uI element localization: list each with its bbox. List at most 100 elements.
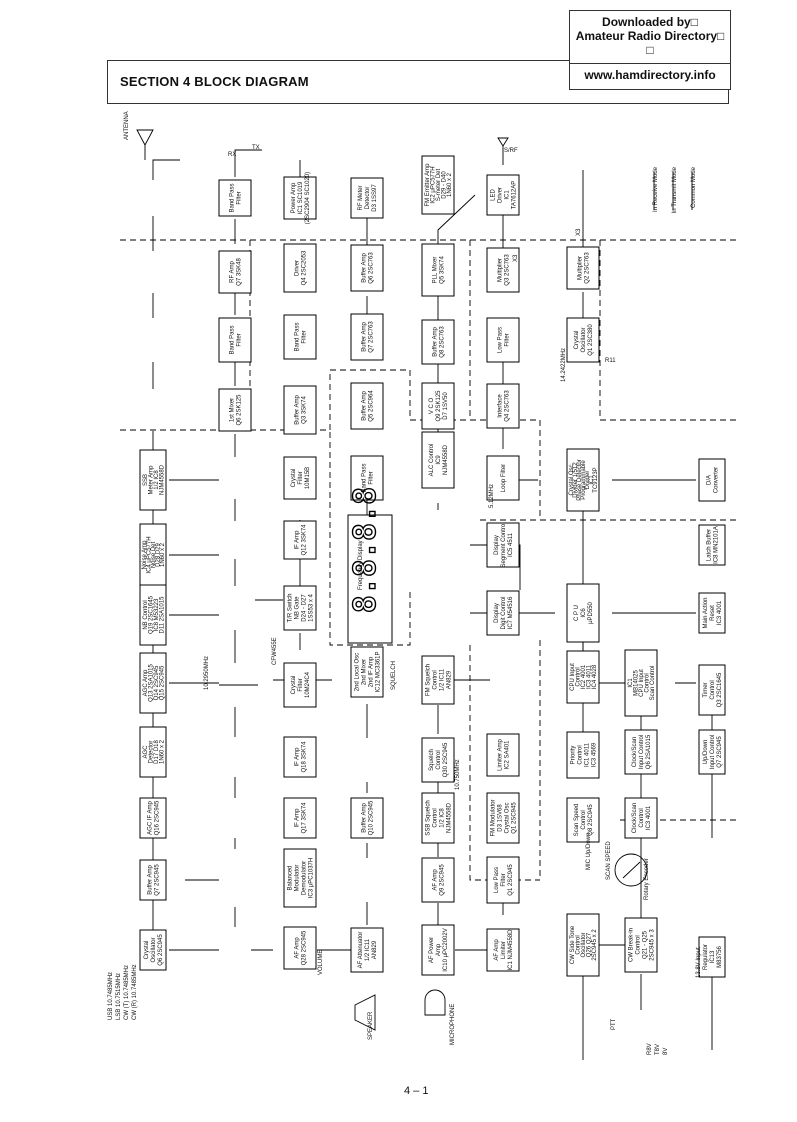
block-xosc2-line-2: Oscillator: [151, 937, 157, 962]
block-pll-line-2: Q5 3SK74: [440, 255, 446, 283]
block-lo2-line-2: 2nd Mixer: [362, 659, 368, 685]
speaker-icon: [354, 994, 376, 1031]
block-afamp9-line-1: AF Amp: [433, 869, 439, 891]
block-buf7-line-2: Q7 2SC763: [369, 321, 375, 353]
block-cpu-line-1: C P U: [574, 605, 580, 621]
block-scanspd-line-1: Scan Speed: [574, 804, 580, 837]
block-vco-line-1: V C O: [429, 398, 435, 415]
block-ic1cpu-line-3: CPU Input: [639, 669, 645, 697]
block-intf-line-1: Interface: [498, 394, 504, 418]
block-agcamp-line-3: Q14 2SC945: [154, 665, 160, 700]
block-fmsq-line-3: 1/2 IC11: [440, 668, 446, 691]
legend-tx: In Transmit Mode: [672, 166, 678, 213]
block-loop-box: [486, 455, 520, 501]
label-x3b: X3: [576, 228, 582, 236]
block-mreset-line-3: IC3 4001: [717, 600, 723, 625]
block-agcdet-line-2: Detector: [148, 741, 154, 764]
block-ssbm-line-4: NJM4558D: [159, 464, 165, 495]
block-cpuin-line-1: CPU Input: [570, 663, 576, 691]
block-segctl-line-2: Segment Control: [501, 522, 507, 567]
block-ic1cpu-line-5: Scan Control: [650, 666, 656, 701]
block-ssbsq-line-2: Control: [433, 808, 439, 827]
block-fmmod-line-1: FM Modulator: [491, 799, 497, 836]
block-xfil1-line-3: 10M15B: [305, 467, 311, 489]
block-prio-line-1: Priority: [571, 746, 577, 765]
block-ifamp18-line-1: IF Amp: [295, 747, 301, 767]
block-agcif-line-2: Q16 2SC945: [155, 800, 161, 835]
block-driver-line-2: Q4 2SC2053: [302, 250, 308, 285]
block-pa-line-3: (2SC2904 SC1020): [305, 172, 311, 224]
block-timer-line-3: Q3 2SC1645: [717, 672, 723, 707]
label-scanspd: SCAN SPEED: [606, 841, 612, 880]
block-nbctl-line-1: NB Control: [143, 600, 149, 629]
block-buf3-line-2: Q3 3SK74: [302, 395, 308, 423]
block-agcif-line-1: AGC IF Amp: [148, 801, 154, 835]
block-reg-line-3: M83756: [717, 945, 723, 967]
block-buf10-line-2: Q10 2SC945: [369, 800, 375, 835]
block-xfil2-line-1: Crystal: [291, 676, 297, 695]
microphone-icon: [424, 989, 446, 1016]
block-agcamp-line-4: Q15 2SC945: [159, 665, 165, 700]
block-fmemit-line-5: 1N60 x 2: [447, 172, 453, 197]
label-x3a: X3: [513, 254, 519, 262]
download-line-2: Amateur Radio Directory□: [575, 29, 725, 43]
block-alc-line-1: ALC Control: [429, 444, 435, 477]
block-balmod-box: [283, 848, 317, 908]
block-noise-line-4: D28 D29: [155, 543, 161, 567]
block-led-box: [486, 174, 520, 216]
block-alc-line-3: NJM4558D: [443, 444, 449, 475]
block-ifamp17-line-2: Q17 3SK74: [302, 802, 308, 834]
wire-1: [152, 159, 180, 180]
block-noise-line-3: Noise Det: [151, 541, 157, 568]
download-line-1: Downloaded by□: [602, 15, 698, 29]
block-scanspd-box: [566, 797, 600, 843]
block-trsw-line-2: NB Gate: [295, 596, 301, 620]
block-rfmeter-line-2: Detector: [365, 187, 371, 210]
block-cwtone-line-1: CW Side Tone: [570, 925, 576, 964]
block-ssbsq-line-3: 1/2 IC8: [440, 808, 446, 828]
block-ic1pll-line-5: Divider: [585, 471, 591, 490]
block-agcdet-line-1: AGC: [143, 745, 149, 759]
block-prio-line-2: Control: [578, 745, 584, 764]
block-limit1-box: [486, 733, 520, 777]
block-xfil1-line-2: Filter: [298, 471, 304, 484]
block-nbctl-line-2: Q19 2SC1645: [148, 595, 154, 634]
block-afpow-line-3: IC10 μPC2002V: [443, 928, 449, 971]
block-buf8-box: [421, 319, 455, 365]
block-vco-line-3: D7 1SV50: [443, 392, 449, 420]
block-bpf3-line-1: Band Pass: [295, 322, 301, 351]
block-ic1cpu-line-1: IC1: [628, 678, 634, 688]
page-number: 4 – 1: [404, 1085, 429, 1097]
block-balmod-line-3: Demodulator: [302, 861, 308, 895]
block-mreset-line-2: Reset: [710, 605, 716, 621]
block-lpf1-line-1: Low Pass: [498, 327, 504, 353]
rotary-encoder-arrow-icon: [622, 861, 641, 879]
block-noise-line-1: Noise Amp: [142, 540, 148, 570]
block-cpuin-line-4: IC3 4011: [587, 664, 593, 689]
block-clkscan-line-2: Control: [639, 808, 645, 827]
block-ic1pll-line-6: IC1: [589, 475, 595, 485]
block-buf7-line-1: Buffer Amp: [362, 322, 368, 352]
download-link[interactable]: www.hamdirectory.info: [584, 68, 716, 82]
block-da-line-2: Converter: [714, 467, 720, 493]
block-ic1pll-line-1: Crystal Osc: [569, 464, 575, 495]
block-xosc2-line-1: Crystal: [144, 941, 150, 960]
block-latch-line-2: IC8 MN2101A: [714, 526, 720, 564]
block-cpu-box: [566, 583, 600, 643]
block-sqctl-box: [421, 737, 455, 783]
block-ifamp18-box: [283, 736, 317, 778]
block-mix1-line-1: 1st Mixer: [230, 398, 236, 422]
block-prio-box: [566, 731, 600, 779]
